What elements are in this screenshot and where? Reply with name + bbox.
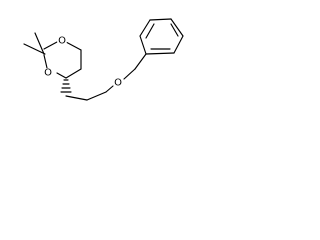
svg-text:O: O bbox=[44, 68, 52, 79]
bond-ch2-ch2 bbox=[65, 95, 88, 101]
bond-ch2-phenyl bbox=[134, 53, 147, 70]
bond-o1-c6 bbox=[65, 41, 82, 51]
bond-c2-methyl-a bbox=[23, 43, 46, 55]
bond-c4-o3 bbox=[56, 72, 67, 79]
bond-ch2-ch2-b bbox=[86, 91, 107, 101]
bond-ch2-o-ether bbox=[105, 85, 114, 93]
benzene-ring bbox=[139, 18, 184, 55]
svg-text:O: O bbox=[114, 78, 122, 89]
atom-o-ring-top: O bbox=[57, 36, 67, 47]
bond-o-ether-ch2 bbox=[123, 68, 136, 80]
stereo-hashed-bond bbox=[60, 79, 72, 93]
chemical-structure-diagram: O O O bbox=[23, 18, 184, 101]
atom-o-ether: O bbox=[113, 78, 123, 89]
bond-c2-o1 bbox=[43, 41, 58, 50]
svg-text:O: O bbox=[58, 36, 66, 47]
bond-o3-c2 bbox=[43, 54, 48, 69]
atom-o-ring-bottom: O bbox=[43, 68, 53, 79]
bond-c5-c4 bbox=[65, 68, 82, 79]
bond-c2-methyl-b bbox=[34, 32, 45, 55]
